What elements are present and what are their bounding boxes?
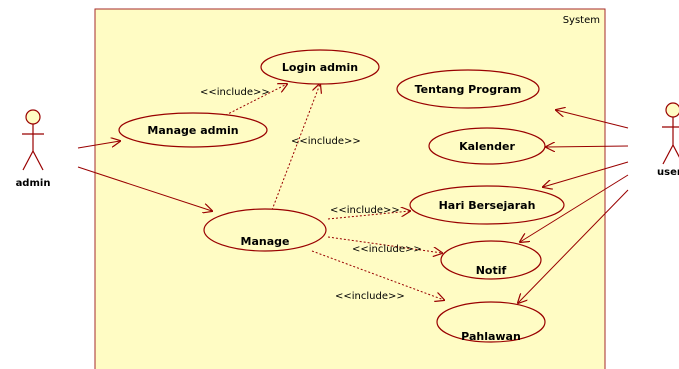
actor-user[interactable] [662, 102, 679, 165]
assoc-user-notif [520, 174, 629, 242]
use-case-notif[interactable]: Notif [440, 240, 542, 280]
include-manage-notif [327, 236, 442, 253]
assoc-user-tentang [556, 110, 629, 129]
actor-admin[interactable] [22, 109, 44, 171]
assoc-user-kalender [546, 146, 629, 147]
include-manage-pahlawan [311, 250, 444, 300]
use-case-manage[interactable]: Manage [203, 208, 327, 252]
use-case-label: Tentang Program [415, 83, 522, 96]
assoc-admin-manage [77, 166, 212, 211]
use-case-login-admin[interactable]: Login admin [260, 49, 380, 85]
include-label: <<include>> [335, 291, 405, 302]
system-label: System [563, 15, 600, 26]
use-case-label: Pahlawan [461, 330, 521, 343]
include-manage-hari [327, 211, 410, 220]
use-case-kalender[interactable]: Kalender [428, 127, 546, 165]
use-case-label: Hari Bersejarah [439, 199, 536, 212]
use-case-label: Manage [241, 235, 290, 248]
include-manage-admin-login [221, 84, 287, 118]
use-case-label: Login admin [282, 61, 358, 74]
actor-head-icon [25, 109, 41, 125]
assoc-user-hari [543, 161, 629, 187]
include-label: <<include>> [200, 87, 270, 98]
assoc-admin-manage-admin [77, 141, 120, 149]
include-label: <<include>> [291, 136, 361, 147]
use-case-tentang-program[interactable]: Tentang Program [396, 69, 540, 109]
include-label: <<include>> [330, 205, 400, 216]
use-case-hari-bersejarah[interactable]: Hari Bersejarah [409, 185, 565, 225]
include-label: <<include>> [352, 244, 422, 255]
use-case-manage-admin[interactable]: Manage admin [118, 112, 268, 148]
use-case-label: Manage admin [147, 124, 238, 137]
use-case-label: Notif [476, 264, 507, 277]
relations [77, 84, 629, 303]
actor-admin-label: admin [16, 178, 51, 189]
use-case-label: Kalender [459, 140, 515, 153]
use-case-pahlawan[interactable]: Pahlawan [436, 301, 546, 343]
assoc-user-pahlawan [518, 189, 629, 303]
actor-head-icon [665, 102, 679, 118]
include-labels: <<include>> <<include>> <<include>> <<in… [200, 87, 422, 302]
actor-user-label: user [657, 167, 679, 178]
include-manage-login [271, 84, 320, 211]
